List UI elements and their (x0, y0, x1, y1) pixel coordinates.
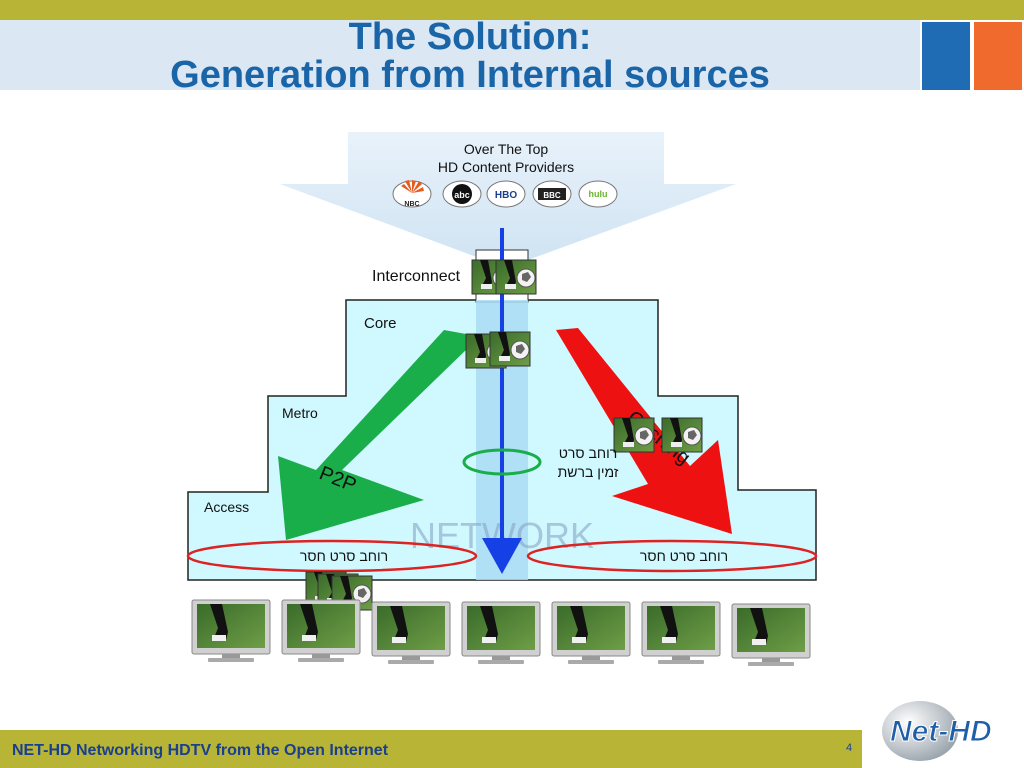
abc-logo-text: abc (454, 190, 470, 200)
hbo-logo-text: HBO (495, 190, 517, 201)
right-missing-bandwidth-ellipse (526, 539, 818, 573)
net-hd-logo: Net-HD (882, 701, 992, 761)
core-arrow-head (482, 538, 522, 574)
tv-icon (371, 601, 451, 665)
cache-video-thumbnail (613, 417, 655, 453)
slide-title: The Solution: Generation from Internal s… (0, 18, 940, 94)
title-line-2: Generation from Internal sources (170, 54, 770, 96)
left-missing-bandwidth-label: רוחב סרט חסר (300, 548, 388, 564)
top-accent-bar (0, 0, 1024, 20)
page-number: 4 (846, 742, 853, 754)
left-missing-bandwidth-ellipse (186, 539, 478, 573)
p2p-arrow (278, 330, 468, 540)
available-bandwidth-label-1: רוחב סרט (559, 445, 617, 461)
nbc-logo-text: NBC (404, 201, 419, 208)
access-layer-label: Access (204, 499, 249, 515)
interconnect-label: Interconnect (372, 268, 461, 285)
orange-square-decoration (974, 22, 1022, 90)
right-missing-bandwidth-label: רוחב סרט חסר (640, 548, 728, 564)
hbo-logo-icon (486, 180, 526, 208)
tv-icon (461, 601, 541, 665)
cache-video-thumbnail-2 (661, 417, 703, 453)
providers-heading-line-1: Over The Top (464, 141, 549, 157)
hulu-logo-icon (578, 180, 618, 208)
footer-text: NET-HD Networking HDTV from the Open Int… (12, 742, 389, 759)
provider-logos: NBC abc HBO BBC hulu (392, 180, 618, 208)
available-bandwidth-ellipse (462, 448, 542, 476)
tv-icon (731, 603, 811, 667)
interconnect-video-thumbnail-2 (495, 259, 537, 295)
logo-text: Net-HD (890, 715, 992, 748)
title-banner (0, 20, 920, 90)
tv-icon (191, 599, 271, 663)
tv-icon (551, 601, 631, 665)
metro-layer-label: Metro (282, 405, 318, 421)
tv-icon (641, 601, 721, 665)
globe-icon (882, 701, 958, 761)
nbc-peacock-icon (401, 180, 424, 193)
core-layer-label: Core (364, 315, 397, 332)
footer-bar (0, 730, 862, 768)
core-video-thumbnail-2 (489, 331, 531, 367)
available-bandwidth-label-2: זמין ברשת (558, 464, 619, 480)
blue-square-decoration (922, 22, 970, 90)
title-line-1: The Solution: (348, 16, 592, 58)
hulu-logo-text: hulu (589, 189, 608, 199)
tv-icon (281, 599, 361, 663)
providers-heading-line-2: HD Content Providers (438, 159, 574, 175)
bbc-logo-text: BBC (543, 191, 561, 200)
